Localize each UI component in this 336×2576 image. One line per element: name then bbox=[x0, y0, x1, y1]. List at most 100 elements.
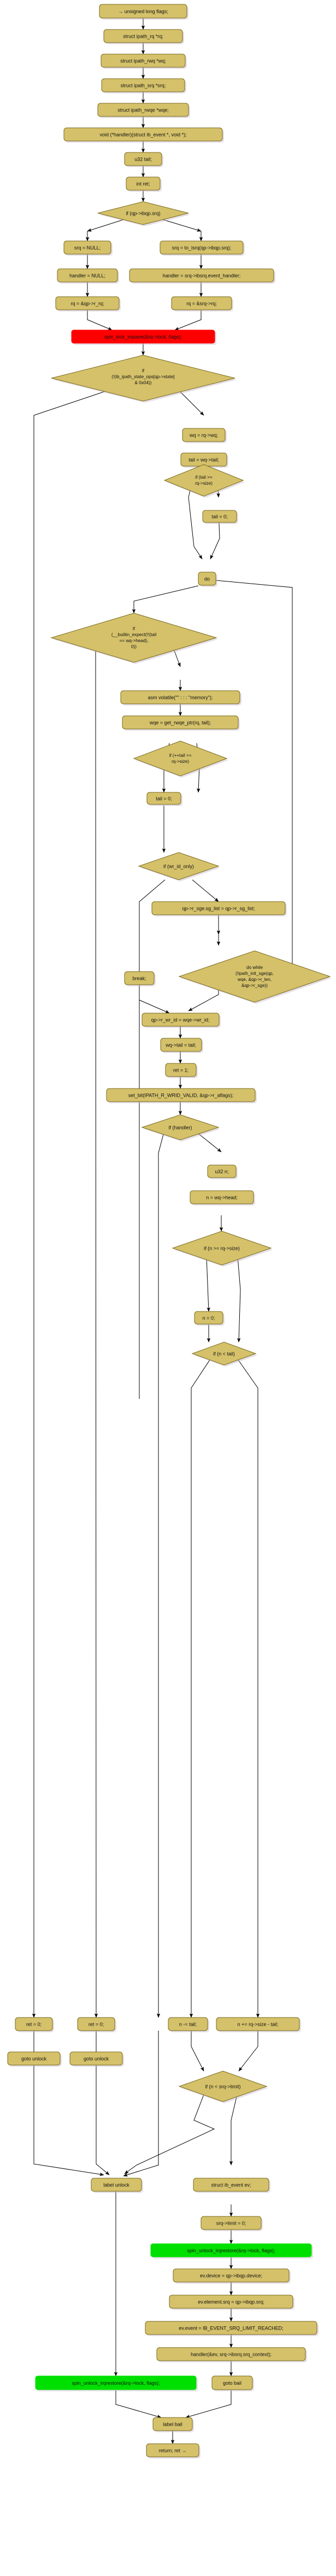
node-asm-volatile[interactable]: asm volatile("" : : : "memory"); bbox=[120, 690, 241, 705]
node-cond-wr-id-only[interactable]: if (wr_id_only) bbox=[138, 852, 220, 881]
node-text: wq->tail = tail; bbox=[165, 1043, 196, 1048]
node-ev-event[interactable]: ev.event = IB_EVENT_SRQ_LIMIT_REACHED; bbox=[145, 2321, 319, 2336]
node-tail-zero-b[interactable]: tail = 0; bbox=[146, 792, 182, 806]
node-spin-unlock-irqrestore-b[interactable]: spin_unlock_irqrestore(&rq->lock, flags)… bbox=[35, 2375, 198, 2391]
node-text: ret = 0; bbox=[89, 2022, 104, 2027]
node-wq-rq-wq[interactable]: wq = rq->wq; bbox=[182, 428, 227, 443]
node-text-line3: == wq->head), bbox=[119, 638, 148, 643]
node-cond-n-lt-srq-limit[interactable]: if (n < srq->limit) bbox=[178, 2071, 268, 2103]
node-tail-zero-a[interactable]: tail = 0; bbox=[202, 510, 238, 524]
node-ret-zero-b[interactable]: ret = 0; bbox=[77, 2017, 116, 2032]
node-r-wr-id[interactable]: qp->r_wr_id = wqe->wr_id; bbox=[142, 1013, 221, 1028]
node-text: wqe = get_rwqe_ptr(rq, tail); bbox=[149, 720, 211, 726]
node-text: if (wr_id_only) bbox=[163, 864, 194, 869]
node-handler-event[interactable]: handler = srq->ibsrq.event_handler; bbox=[129, 268, 275, 284]
node-srq-null[interactable]: srq = NULL; bbox=[63, 240, 113, 256]
node-cond-tail-ge-size[interactable]: if (tail >= rq->size) bbox=[163, 464, 245, 498]
node-cond-do-while-init-sge[interactable]: do while (!ipath_init_sge(qp, wqe, &qp->… bbox=[178, 950, 332, 1004]
node-text: set_bit(IPATH_R_WRID_VALID, &qp->r_aflag… bbox=[128, 1093, 233, 1098]
node-spin-lock-irqsave[interactable]: spin_lock_irqsave(&rq->lock, flags); bbox=[71, 330, 216, 345]
node-cond-builtin-expect[interactable]: if (__builtin_expect(!!(tail == wq->head… bbox=[50, 613, 218, 664]
node-text: ev.device = qp->ibqp.device; bbox=[200, 2273, 262, 2279]
node-ret-one[interactable]: ret = 1; bbox=[165, 1063, 198, 1078]
node-text: rq = &srq->rq; bbox=[186, 301, 217, 307]
node-text: ev.element.srq = qp->ibqp.srq; bbox=[198, 2299, 264, 2305]
node-return-ret[interactable]: return; ret → bbox=[146, 2443, 201, 2459]
node-text: if bbox=[133, 626, 135, 631]
node-decl-flags[interactable]: → unsigned long flags; bbox=[99, 4, 188, 20]
node-goto-unlock-a[interactable]: goto unlock bbox=[7, 2051, 62, 2067]
node-do[interactable]: do bbox=[198, 572, 217, 587]
node-text: if (handler) bbox=[168, 1125, 192, 1131]
node-label-unlock[interactable]: label unlock bbox=[91, 2178, 143, 2193]
node-struct-ib-event-ev[interactable]: struct ib_event ev; bbox=[193, 2178, 270, 2193]
node-rq-srq-rq[interactable]: rq = &srq->rq; bbox=[171, 296, 233, 311]
node-tail-wq-tail[interactable]: tail = wq->tail; bbox=[180, 452, 228, 468]
node-decl-tail[interactable]: u32 tail; bbox=[124, 152, 163, 167]
node-text: int ret; bbox=[136, 181, 150, 187]
node-text: srq->limit = 0; bbox=[216, 2221, 246, 2226]
node-text: struct ipath_rwqe *wqe; bbox=[117, 108, 169, 113]
node-text: do bbox=[204, 577, 210, 582]
node-cond-state-ops[interactable]: if (!(ib_ipath_state_ops[qp->state] & 0x… bbox=[51, 355, 237, 403]
node-cond-n-ge-size[interactable]: if (n >= rq->size) bbox=[172, 1231, 273, 1267]
node-decl-n[interactable]: u32 n; bbox=[207, 1165, 238, 1179]
node-text-line3: & 0x04)) bbox=[135, 380, 152, 385]
node-decl-srq[interactable]: struct ipath_srq *srq; bbox=[101, 78, 186, 93]
node-layer: → unsigned long flags; struct ipath_rq *… bbox=[7, 4, 332, 2459]
node-srq-limit-zero[interactable]: srq->limit = 0; bbox=[201, 2216, 263, 2231]
node-label-bail[interactable]: label bail bbox=[152, 2417, 194, 2432]
node-text: if bbox=[142, 368, 145, 373]
node-ev-device[interactable]: ev.device = qp->ibqp.device; bbox=[173, 2268, 291, 2284]
node-wq-tail-assign[interactable]: wq->tail = tail; bbox=[160, 1038, 203, 1053]
node-goto-bail[interactable]: goto bail bbox=[211, 2375, 254, 2391]
node-goto-unlock-b[interactable]: goto unlock bbox=[69, 2051, 124, 2067]
node-text: n = wq->head; bbox=[206, 1195, 238, 1201]
node-handler-call[interactable]: handler(&ev, srq->ibsrq.srq_context); bbox=[156, 2347, 307, 2362]
node-text: n = 0; bbox=[203, 1315, 215, 1321]
node-text: n += rq->size - tail; bbox=[238, 2022, 279, 2027]
node-break[interactable]: break; bbox=[124, 971, 156, 986]
node-text: u32 n; bbox=[215, 1169, 228, 1174]
node-text-line2: rq->size) bbox=[172, 759, 189, 764]
node-text: spin_unlock_irqrestore(&rq->lock, flags)… bbox=[187, 2248, 275, 2254]
node-spin-unlock-irqrestore-a[interactable]: spin_unlock_irqrestore(&rq->lock, flags)… bbox=[150, 2243, 313, 2259]
node-decl-rq[interactable]: struct ipath_rq *rq; bbox=[103, 29, 184, 44]
node-text: void (*handler)(struct ib_event *, void … bbox=[99, 132, 186, 138]
node-text: if (tail >= bbox=[195, 475, 213, 480]
node-wqe-get-rwqe-ptr[interactable]: wqe = get_rwqe_ptr(rq, tail); bbox=[122, 715, 240, 731]
node-text: handler = srq->ibsrq.event_handler; bbox=[163, 273, 241, 279]
node-n-minus-tail[interactable]: n -= tail; bbox=[168, 2017, 209, 2032]
node-n-plus-size-tail[interactable]: n += rq->size - tail; bbox=[216, 2017, 301, 2032]
node-n-zero[interactable]: n = 0; bbox=[194, 1311, 225, 1326]
node-decl-wqe[interactable]: struct ipath_rwqe *wqe; bbox=[97, 103, 190, 118]
node-ret-zero-a[interactable]: ret = 0; bbox=[15, 2017, 54, 2032]
node-text: rq = &qp->r_rq; bbox=[70, 301, 104, 307]
node-cond-handler[interactable]: if (handler) bbox=[141, 1114, 220, 1142]
node-text: break; bbox=[132, 976, 146, 981]
node-handler-null[interactable]: handler = NULL; bbox=[57, 268, 119, 284]
node-rq-qp-r-rq[interactable]: rq = &qp->r_rq; bbox=[55, 296, 121, 311]
node-text: tail = wq->tail; bbox=[188, 457, 219, 463]
node-srq-to-isrq[interactable]: srq = to_isrq(qp->ibqp.srq); bbox=[160, 240, 245, 256]
node-text-line2: (!ipath_init_sge(qp, bbox=[235, 971, 274, 976]
node-set-bit-wrid-valid[interactable]: set_bit(IPATH_R_WRID_VALID, &qp->r_aflag… bbox=[106, 1088, 257, 1103]
node-text: struct ipath_srq *srq; bbox=[121, 83, 166, 89]
node-text-line2: (__builtin_expect(!!(tail bbox=[111, 632, 157, 637]
node-decl-handler[interactable]: void (*handler)(struct ib_event *, void … bbox=[63, 127, 224, 143]
node-text-line4: &qp->r_sge)) bbox=[241, 983, 268, 988]
node-n-wq-head[interactable]: n = wq->head; bbox=[190, 1190, 255, 1205]
node-text: struct ipath_rq *rq; bbox=[123, 34, 163, 39]
node-cond-n-lt-tail[interactable]: if (n < tail) bbox=[191, 1342, 257, 1367]
node-text: wq = rq->wq; bbox=[189, 433, 218, 438]
node-text: srq = NULL; bbox=[74, 245, 101, 251]
node-decl-wq[interactable]: struct ipath_rwq *wq; bbox=[101, 54, 187, 69]
node-decl-ret[interactable]: int ret; bbox=[126, 177, 162, 192]
node-cond-ibqp-srq[interactable]: if (qp->ibqp.srq) bbox=[97, 201, 190, 226]
node-ev-element-srq[interactable]: ev.element.srq = qp->ibqp.srq; bbox=[169, 2295, 294, 2310]
node-text: u32 tail; bbox=[134, 157, 152, 162]
node-cond-inc-tail-ge-size[interactable]: if (++tail >= rq->size) bbox=[133, 740, 228, 778]
node-r-sge-sg-list[interactable]: qp->r_sge.sg_list = qp->r_sg_list; bbox=[151, 901, 287, 916]
